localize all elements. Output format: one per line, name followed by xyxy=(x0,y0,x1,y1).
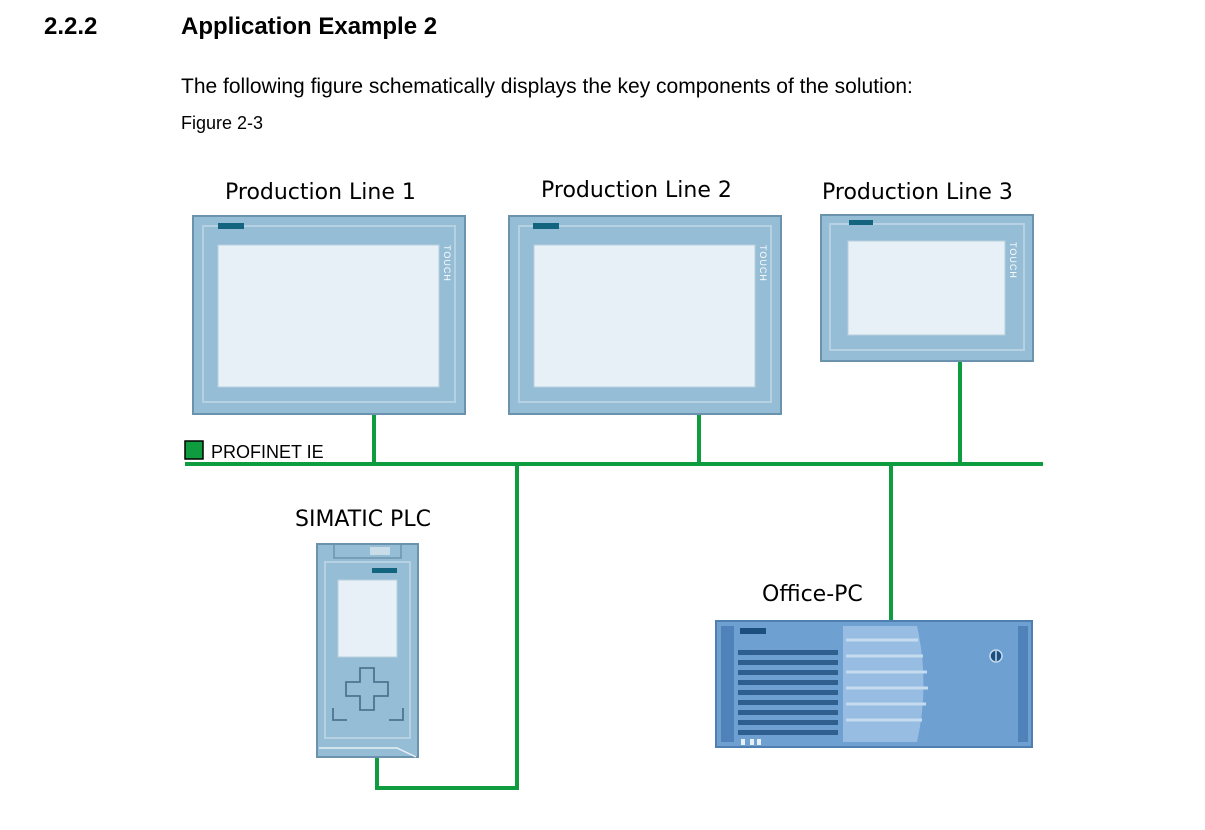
panel-3-touch-text: TOUCH xyxy=(1008,242,1018,279)
intro-paragraph: The following figure schematically displ… xyxy=(181,75,913,98)
panel-3-screen xyxy=(847,240,1006,336)
panel-2-label: Production Line 2 xyxy=(541,178,732,203)
plc-display xyxy=(337,579,398,658)
pc-drive-bays xyxy=(738,650,838,735)
profinet-label: PROFINET IE xyxy=(211,442,324,462)
plc-connection-line xyxy=(375,464,519,790)
panel-1-label: Production Line 1 xyxy=(225,180,416,205)
panel-3-label: Production Line 3 xyxy=(822,180,1013,205)
panel-3-indicator xyxy=(849,220,873,225)
panel-2-touch-text: TOUCH xyxy=(758,245,768,282)
panel-1-touch-text: TOUCH xyxy=(442,245,452,282)
pc-indicator xyxy=(740,628,766,634)
profinet-network xyxy=(185,361,1043,790)
panel-1-screen xyxy=(217,244,440,388)
office-pc-device xyxy=(715,620,1033,748)
panel-1-indicator xyxy=(218,223,244,229)
section-title: Application Example 2 xyxy=(181,13,438,40)
simatic-plc-device xyxy=(316,543,419,758)
profinet-legend-swatch xyxy=(184,440,204,460)
hmi-panel-3: TOUCH xyxy=(820,214,1034,362)
pc-front-grille xyxy=(843,626,924,742)
plc-indicator xyxy=(372,568,397,573)
hmi-panel-2: TOUCH xyxy=(508,215,782,415)
plc-dpad-icon xyxy=(345,667,389,711)
section-number: 2.2.2 xyxy=(44,13,98,40)
panel-2-indicator xyxy=(533,223,559,229)
plc-label: SIMATIC PLC xyxy=(295,507,431,532)
panel-2-screen xyxy=(533,244,756,388)
hmi-panel-1: TOUCH xyxy=(192,215,466,415)
pc-label: Office-PC xyxy=(762,582,863,607)
figure-caption: Figure 2-3 xyxy=(181,113,264,133)
